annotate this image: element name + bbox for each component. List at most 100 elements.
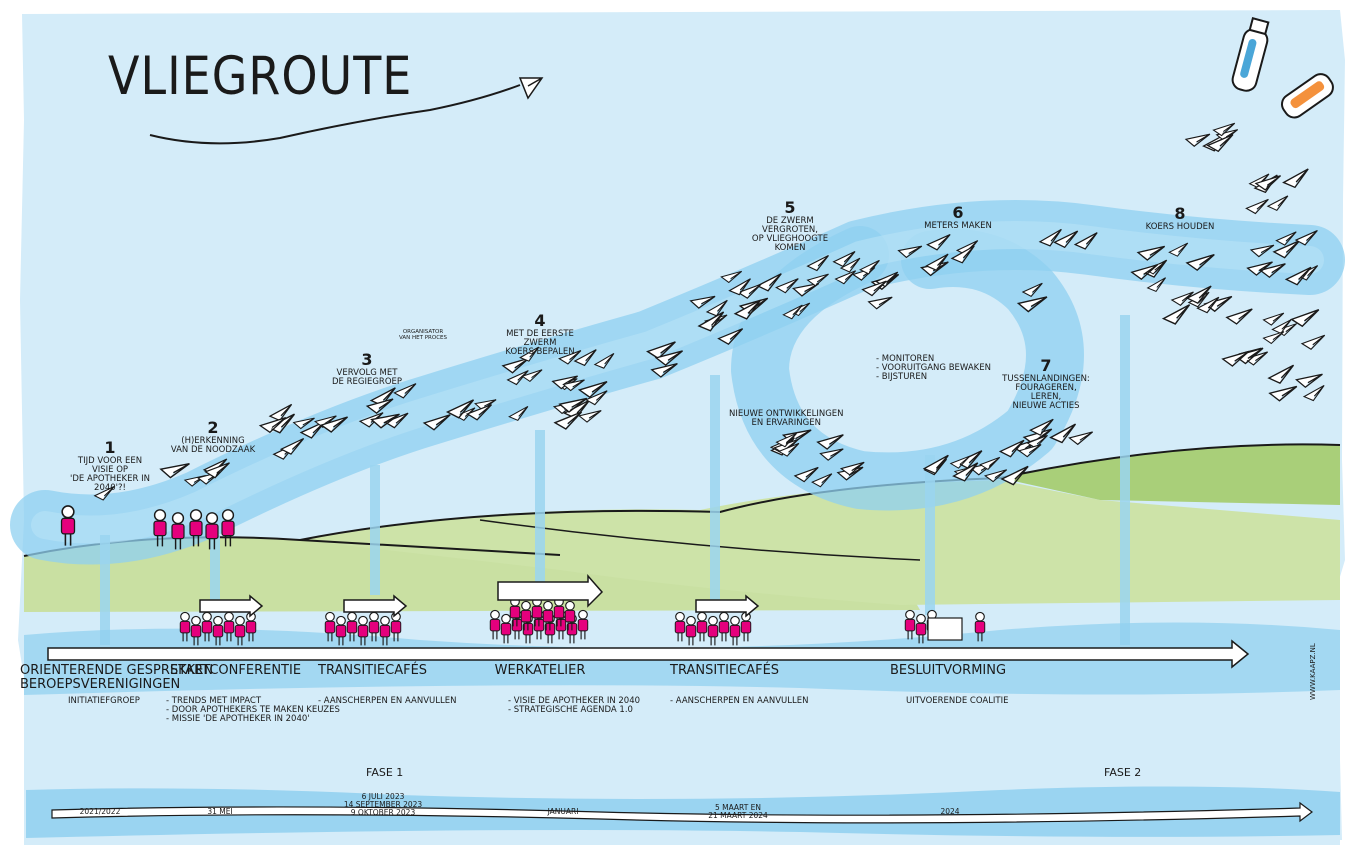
- paper-plane-icon: [1302, 384, 1325, 402]
- person-figure: [915, 613, 927, 644]
- paper-plane-icon: [1262, 331, 1285, 345]
- people-figures: [60, 505, 986, 646]
- paper-plane-icon: [1016, 296, 1048, 313]
- event-4-note-2: - STRATEGISCHE AGENDA 1.0: [508, 704, 633, 715]
- paper-plane-icon: [756, 273, 782, 292]
- paper-plane-icon: [1212, 122, 1236, 137]
- paper-plane-icon: [839, 257, 861, 273]
- step-3: 3 VERVOLG MET DE REGIEGROEP: [322, 350, 412, 387]
- paper-plane-icon: [728, 278, 751, 296]
- paper-plane-icon: [558, 350, 582, 365]
- paper-plane-icon: [819, 448, 844, 461]
- timeline-label-5: 5 MAART EN 21 MAART 2024: [698, 804, 778, 820]
- paper-plane-icon: [578, 410, 602, 423]
- step-7: 7 TUSSENLANDINGEN: FOURAGEREN, LEREN, NI…: [1000, 357, 1092, 411]
- annotation-organisator: ORGANISATOR VAN HET PROCES: [398, 329, 448, 342]
- paper-plane-icon: [689, 295, 716, 309]
- annotation-monitor-line-1: - MONITOREN: [876, 354, 935, 364]
- person-figure: [179, 611, 191, 642]
- step-2: 2 (H)ERKENNING VAN DE NOODZAAK: [168, 419, 258, 455]
- timeline-label-5-line-1: 5 MAART EN: [714, 803, 762, 812]
- paper-plane-icon: [1073, 232, 1098, 250]
- hill-left: [24, 537, 920, 612]
- person-figure: [223, 611, 235, 642]
- person-figure: [189, 509, 203, 547]
- timeline-river: [26, 786, 1340, 838]
- paper-plane-icon: [717, 328, 744, 345]
- banner-transitiecafe-1: [343, 594, 408, 618]
- annotation-organisator-line-1: ORGANISATOR: [402, 329, 444, 335]
- paper-plane-icon: [897, 245, 923, 259]
- paper-plane-icon: [258, 417, 287, 434]
- annotation-organisator-line-2: VAN HET PROCES: [398, 334, 448, 341]
- timeline-label-3-line-3: 9 OKTOBER 2023: [350, 807, 416, 817]
- paper-plane-icon: [861, 280, 887, 297]
- paper-plane-icon: [806, 254, 829, 272]
- page-title: VLIEGROUTE: [108, 44, 413, 107]
- timeline-label-1: 2021/2022: [79, 807, 121, 816]
- paper-plane-icon: [839, 461, 865, 476]
- paper-plane-icon: [1254, 175, 1281, 191]
- paper-plane-icon: [983, 469, 1008, 483]
- paper-plane-icon: [159, 463, 190, 479]
- paper-plane-icon: [859, 259, 880, 275]
- paper-plane-icon: [777, 442, 800, 457]
- step-1-number: 1: [104, 438, 116, 457]
- paper-plane-icon: [1284, 266, 1312, 286]
- paper-plane-icon: [925, 253, 949, 271]
- paper-plane-icon: [593, 353, 615, 369]
- person-figure: [718, 611, 730, 642]
- paper-plane-icon: [365, 398, 394, 414]
- paper-plane-icon: [979, 456, 1001, 471]
- step-2-line-1: (H)ERKENNING: [181, 435, 245, 446]
- paper-plane-icon: [832, 250, 856, 268]
- paper-plane-icon: [1249, 244, 1275, 258]
- title-swirl: [149, 84, 521, 145]
- annotation-monitor-line-2: - VOORUITGANG BEWAKEN: [876, 362, 991, 373]
- paper-plane-icon: [1185, 285, 1212, 304]
- paper-plane-icon: [834, 270, 857, 285]
- person-figure: [707, 615, 719, 646]
- step-7-line-2: FOURAGEREN, LEREN,: [1015, 382, 1077, 402]
- paper-plane-icon: [1267, 364, 1295, 384]
- marker-blue-icon: [1231, 17, 1270, 92]
- paper-plane-icon: [584, 390, 608, 406]
- step-7-line-3: NIEUWE ACTIES: [1012, 400, 1080, 411]
- paper-plane-icon: [646, 341, 676, 360]
- event-1-label-2: BEROEPSVERENIGINGEN: [20, 676, 181, 692]
- event-2-note-2: - DOOR APOTHEKERS TE MAKEN KEUZES: [166, 704, 340, 715]
- step-5: 5 DE ZWERM VERGROTEN, OP VLIEGHOOGTE KOM…: [738, 198, 842, 252]
- paper-plane-icon: [1259, 263, 1286, 279]
- person-figure: [153, 509, 167, 547]
- event-2-notes: - TRENDS MET IMPACT - DOOR APOTHEKERS TE…: [166, 697, 340, 724]
- timeline-label-3-line-1: 6 JULI 2023: [361, 792, 405, 801]
- paper-plane-icon: [1130, 264, 1159, 281]
- step-5-number: 5: [784, 198, 796, 217]
- person-figure: [60, 505, 76, 546]
- paper-plane-icon: [793, 466, 819, 483]
- banner-transitiecafe-2: [695, 594, 760, 618]
- step-3-number: 3: [361, 350, 373, 369]
- paper-plane-icon: [1225, 308, 1253, 325]
- step-1-line-1: TIJD VOOR EEN: [77, 455, 143, 466]
- paper-plane-icon: [1053, 230, 1079, 249]
- paper-plane-icon: [445, 399, 475, 419]
- step-4-line-2: KOERS BEPALEN: [505, 346, 575, 357]
- paper-plane-icon: [737, 283, 762, 299]
- paper-plane-icon: [1295, 373, 1323, 389]
- credit-link[interactable]: WWW.KAAPZ.NL: [1309, 643, 1317, 700]
- annotation-monitor-line-3: - BIJSTUREN: [876, 371, 928, 382]
- step-1: 1 TIJD VOOR EEN VISIE OP 'DE APOTHEKER I…: [60, 438, 160, 493]
- annotation-nieuwe-line-2: EN ERVARINGEN: [751, 417, 821, 428]
- paper-plane-icon: [1290, 309, 1320, 328]
- timeline-arrow: [51, 801, 1313, 824]
- paper-plane-icon: [465, 404, 493, 421]
- paper-plane-icon: [1271, 319, 1292, 334]
- person-figure: [379, 615, 391, 646]
- person-figure: [212, 615, 224, 646]
- paper-plane-icon: [1136, 245, 1166, 261]
- paper-plane-icon: [558, 397, 588, 413]
- step-1-line-3: 'DE APOTHEKER IN 2040'?!: [70, 473, 150, 493]
- title-plane-icon: [518, 77, 544, 100]
- step-8-number: 8: [1174, 204, 1186, 223]
